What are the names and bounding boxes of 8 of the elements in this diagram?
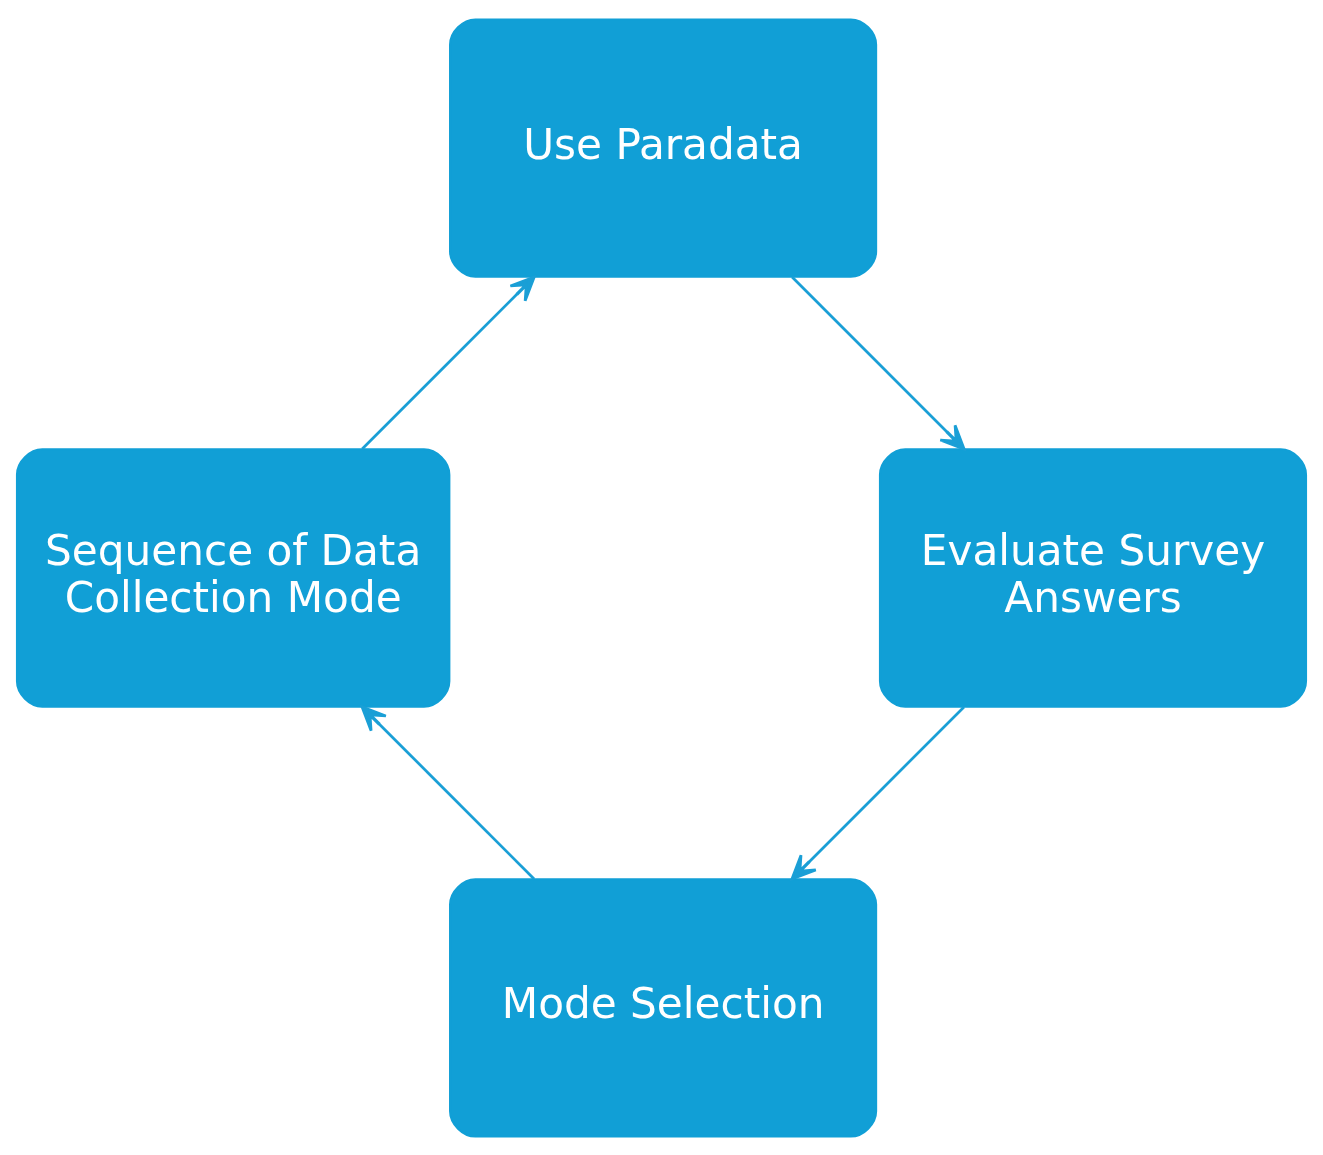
- node-box: Mode Selection: [449, 877, 878, 1138]
- arrow: [361, 275, 536, 450]
- arrow: [790, 705, 965, 880]
- arrow: [360, 705, 536, 880]
- node-box: Sequence of Data Collection Mode: [15, 447, 451, 708]
- arrow: [791, 275, 966, 450]
- node-box: Use Paradata: [449, 17, 878, 278]
- node-box: Evaluate Survey Answers: [878, 447, 1308, 708]
